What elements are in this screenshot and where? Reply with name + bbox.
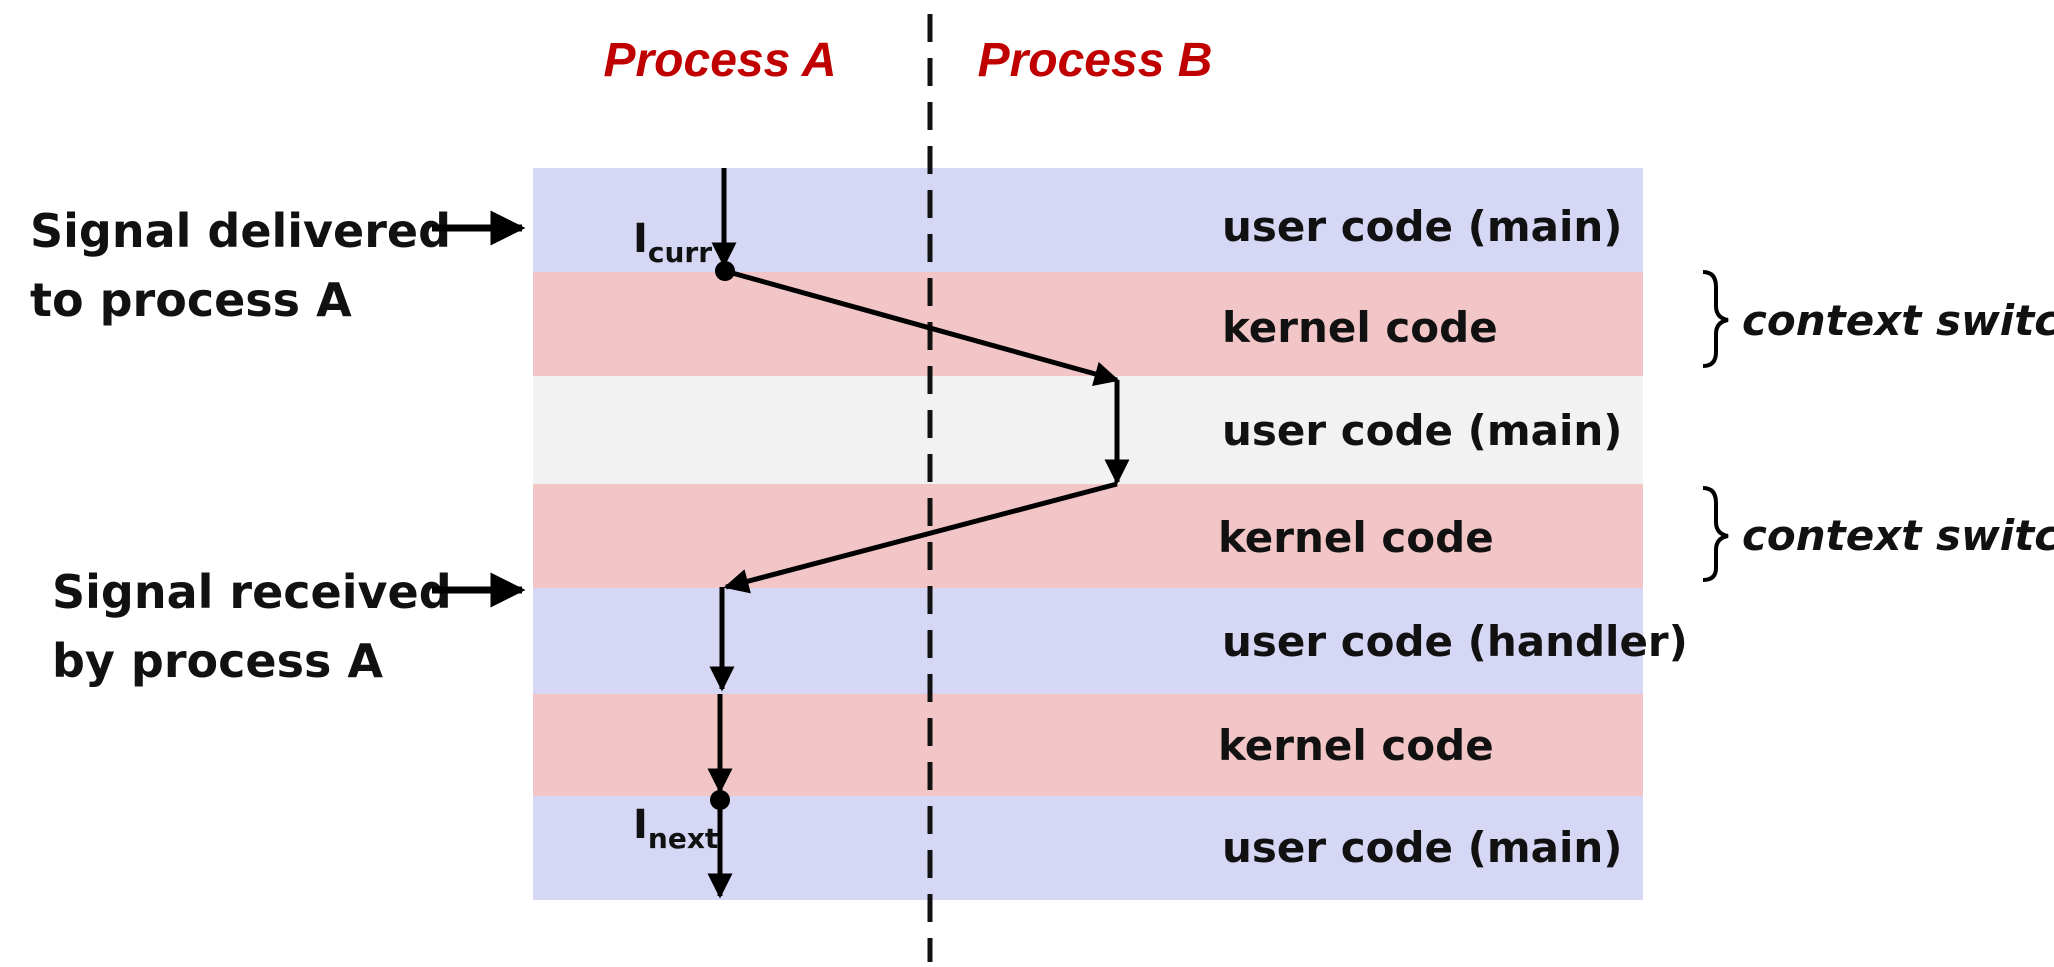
- inext-label: Inext: [633, 802, 718, 855]
- band-kernel-1: [533, 272, 1643, 376]
- process-b-header: Process B: [978, 34, 1213, 87]
- signal-received-line2: by process A: [52, 634, 383, 688]
- process-a-header: Process A: [603, 34, 836, 87]
- flow-arrow-to-a: [723, 481, 1118, 594]
- band-label-3: user code (main): [1222, 406, 1622, 455]
- icurr-label: Icurr: [633, 216, 712, 269]
- band-kernel-2: [533, 484, 1643, 588]
- band-label-4: kernel code: [1218, 513, 1494, 562]
- context-switch-label-2: context switch: [1742, 511, 2054, 560]
- flow-arrow-to-b: [724, 268, 1120, 387]
- context-switch-brace-1: [1702, 270, 1729, 368]
- signal-delivered-line2: to process A: [30, 273, 352, 327]
- band-label-7: user code (main): [1222, 823, 1622, 872]
- band-user-main-2: [533, 376, 1643, 484]
- band-label-6: kernel code: [1218, 721, 1494, 770]
- signal-received-line1: Signal received: [52, 565, 452, 619]
- band-label-5: user code (handler): [1222, 617, 1688, 666]
- context-switch-label-1: context switch: [1742, 296, 2054, 345]
- context-switch-brace-2: [1702, 486, 1729, 582]
- band-label-2: kernel code: [1222, 303, 1498, 352]
- signal-delivered-line1: Signal delivered: [30, 204, 451, 258]
- band-label-1: user code (main): [1222, 202, 1622, 251]
